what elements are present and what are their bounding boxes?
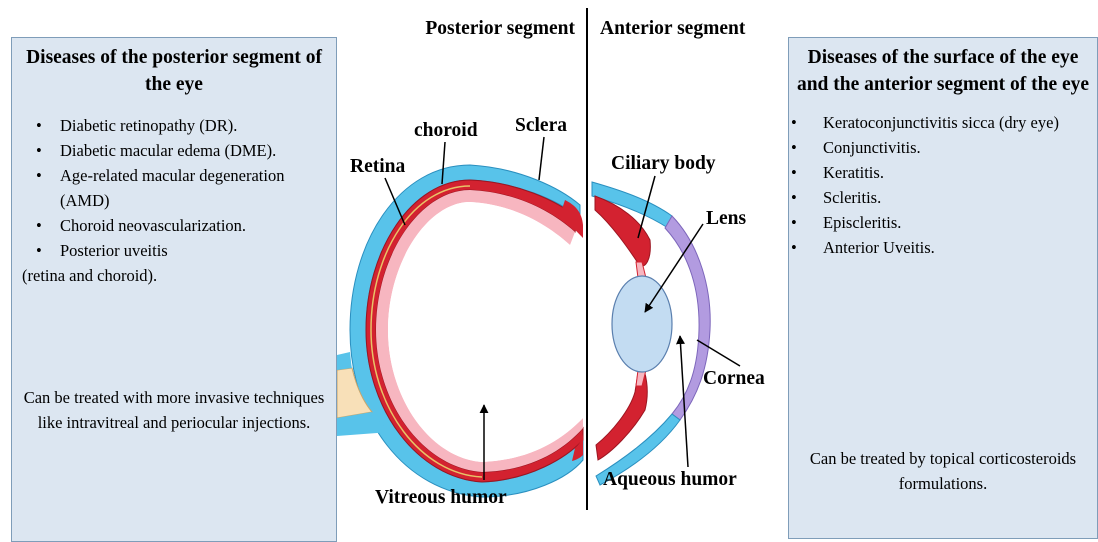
list-item: Scleritis. (823, 185, 1091, 210)
retina-label: Retina (350, 156, 405, 177)
vitreous-humor-label: Vitreous humor (375, 487, 507, 508)
posterior-treatment-note: Can be treated with more invasive techni… (22, 385, 326, 435)
list-item: Episcleritis. (823, 210, 1091, 235)
lens-label: Lens (706, 208, 747, 229)
list-item: Posterior uveitis (60, 238, 328, 263)
list-item: Diabetic macular edema (DME). (60, 138, 328, 163)
list-item: Choroid neovascularization. (60, 213, 328, 238)
list-item: Keratoconjunctivitis sicca (dry eye) (823, 110, 1091, 135)
posterior-diseases-panel: Diseases of the posterior segment of the… (11, 37, 337, 542)
choroid-label: choroid (414, 120, 478, 141)
lens (612, 276, 672, 372)
posterior-diseases-list: Diabetic retinopathy (DR). Diabetic macu… (12, 113, 336, 288)
ciliary-body-label: Ciliary body (611, 153, 716, 174)
sclera-leader-line (539, 137, 544, 180)
list-item: Age-related macular degeneration (AMD) (60, 163, 328, 213)
list-item: Keratitis. (823, 160, 1091, 185)
anterior-segment-label: Anterior segment (600, 18, 746, 39)
list-item-continuation: (retina and choroid). (22, 263, 328, 288)
list-item: Conjunctivitis. (823, 135, 1091, 160)
posterior-segment-label: Posterior segment (425, 18, 575, 39)
list-item: Anterior Uveitis. (823, 235, 1091, 260)
sclera-label: Sclera (515, 115, 567, 136)
cornea-label: Cornea (703, 368, 765, 389)
eye-cross-section-diagram: Posterior segment Anterior segment choro… (337, 0, 787, 539)
aqueous-humor-label: Aqueous humor (603, 469, 737, 490)
anterior-treatment-note: Can be treated by topical corticosteroid… (799, 446, 1087, 496)
anterior-diseases-title: Diseases of the surface of the eye and t… (789, 38, 1097, 98)
list-item: Diabetic retinopathy (DR). (60, 113, 328, 138)
anterior-diseases-list: Keratoconjunctivitis sicca (dry eye) Con… (789, 110, 1097, 260)
posterior-diseases-title: Diseases of the posterior segment of the… (12, 38, 336, 98)
anterior-diseases-panel: Diseases of the surface of the eye and t… (788, 37, 1098, 539)
